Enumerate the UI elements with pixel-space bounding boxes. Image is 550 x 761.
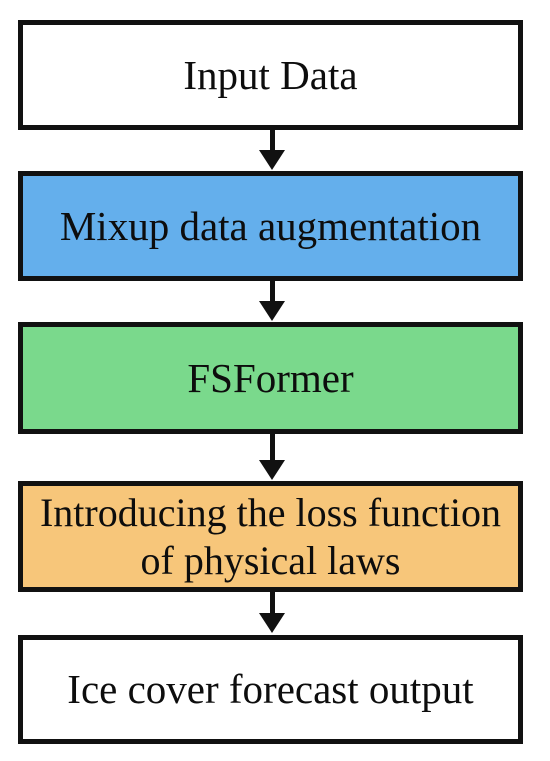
- flow-arrow-2-shaft: [270, 281, 275, 303]
- step-input-data-label: Input Data: [183, 51, 358, 98]
- step-physical-loss-function-label: Introducing the loss function of physica…: [39, 490, 502, 583]
- arrow-down-icon: [259, 150, 285, 170]
- step-physical-loss-function: Introducing the loss function of physica…: [18, 481, 523, 592]
- step-mixup-augmentation-label: Mixup data augmentation: [59, 202, 482, 249]
- arrow-down-icon: [259, 301, 285, 321]
- step-ice-cover-output: Ice cover forecast output: [18, 635, 523, 744]
- flow-arrow-3-shaft: [270, 434, 275, 462]
- flow-arrow-1-shaft: [270, 130, 275, 152]
- step-input-data: Input Data: [18, 20, 523, 130]
- arrow-down-icon: [259, 460, 285, 480]
- step-mixup-augmentation: Mixup data augmentation: [18, 171, 523, 281]
- arrow-down-icon: [259, 613, 285, 633]
- flow-arrow-4-shaft: [270, 592, 275, 616]
- step-fsformer-label: FSFormer: [187, 354, 354, 401]
- step-fsformer: FSFormer: [18, 322, 523, 434]
- step-ice-cover-output-label: Ice cover forecast output: [67, 666, 474, 713]
